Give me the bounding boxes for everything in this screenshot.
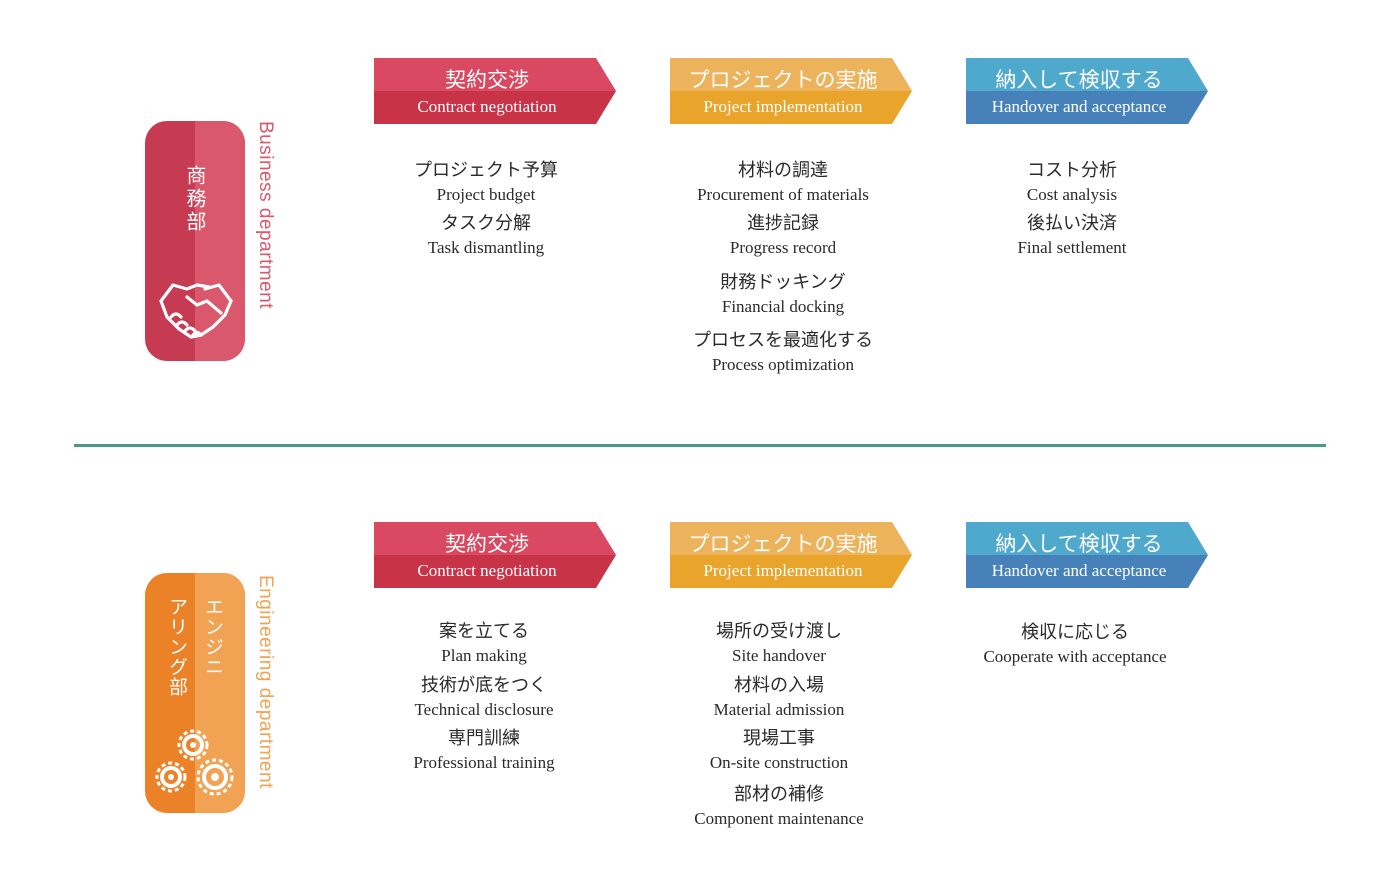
task-item: 材料の調達 Procurement of materials bbox=[653, 158, 913, 205]
engineering-badge-title-line2: アリング部 bbox=[166, 597, 188, 697]
task-item: プロジェクト予算 Project budget bbox=[366, 158, 606, 205]
task-en: Process optimization bbox=[711, 355, 855, 374]
step-title-jp: 契約交渉 bbox=[445, 532, 529, 556]
task-item: 専門訓練 Professional training bbox=[364, 726, 604, 773]
arrow-shape bbox=[374, 522, 616, 588]
task-en: Financial docking bbox=[721, 297, 845, 316]
business-step-project-implementation: プロジェクトの実施 Project implementation bbox=[670, 58, 912, 124]
task-jp: 財務ドッキング bbox=[720, 272, 846, 293]
task-jp: 場所の受け渡し bbox=[716, 621, 842, 642]
arrow-shape bbox=[670, 522, 912, 588]
task-jp: コスト分析 bbox=[1027, 160, 1117, 181]
arrow-shape bbox=[374, 58, 616, 124]
step-title-jp: 納入して検収する bbox=[995, 68, 1163, 92]
task-item: 財務ドッキング Financial docking bbox=[653, 270, 913, 317]
task-en: Material admission bbox=[713, 700, 845, 719]
task-item: 現場工事 On-site construction bbox=[649, 726, 909, 773]
section-divider bbox=[74, 444, 1326, 447]
task-jp: 案を立てる bbox=[439, 621, 529, 642]
task-jp: 現場工事 bbox=[743, 728, 815, 749]
task-item: 後払い決済 Final settlement bbox=[952, 211, 1192, 258]
business-badge-title: 商務部 bbox=[183, 165, 207, 234]
task-en: Cooperate with acceptance bbox=[983, 647, 1167, 666]
business-step-handover-acceptance: 納入して検収する Handover and acceptance bbox=[966, 58, 1208, 124]
task-item: 部材の補修 Component maintenance bbox=[649, 782, 909, 829]
task-en: Progress record bbox=[729, 238, 837, 257]
task-en: Procurement of materials bbox=[697, 185, 869, 204]
handshake-icon bbox=[159, 283, 233, 339]
task-en: Final settlement bbox=[1017, 238, 1127, 257]
step-title-jp: プロジェクトの実施 bbox=[688, 532, 878, 556]
step-title-en: Handover and acceptance bbox=[991, 561, 1167, 580]
step-title-en: Contract negotiation bbox=[417, 561, 557, 580]
business-step-contract-negotiation: 契約交渉 Contract negotiation bbox=[374, 58, 616, 124]
task-jp: プロセスを最適化する bbox=[693, 330, 873, 351]
task-item: コスト分析 Cost analysis bbox=[952, 158, 1192, 205]
task-item: 技術が底をつく Technical disclosure bbox=[364, 673, 604, 720]
task-en: Project budget bbox=[436, 185, 536, 204]
task-jp: 後払い決済 bbox=[1027, 213, 1117, 234]
engineering-step-handover-acceptance: 納入して検収する Handover and acceptance bbox=[966, 522, 1208, 588]
task-jp: 材料の入場 bbox=[734, 675, 824, 696]
task-jp: タスク分解 bbox=[441, 213, 531, 234]
task-en: Technical disclosure bbox=[414, 700, 554, 719]
step-title-en: Project implementation bbox=[703, 97, 863, 116]
engineering-department-badge: エンジニ アリング部 bbox=[145, 573, 245, 813]
task-item: 進捗記録 Progress record bbox=[653, 211, 913, 258]
task-item: タスク分解 Task dismantling bbox=[366, 211, 606, 258]
task-en: On-site construction bbox=[709, 753, 849, 772]
task-en: Task dismantling bbox=[427, 238, 545, 257]
task-en: Plan making bbox=[441, 646, 527, 665]
task-item: プロセスを最適化する Process optimization bbox=[653, 328, 913, 375]
task-jp: 専門訓練 bbox=[448, 728, 520, 749]
task-jp: 材料の調達 bbox=[738, 160, 828, 181]
task-en: Site handover bbox=[732, 646, 826, 665]
step-title-en: Contract negotiation bbox=[417, 97, 557, 116]
task-item: 案を立てる Plan making bbox=[364, 619, 604, 666]
task-en: Component maintenance bbox=[694, 809, 864, 828]
task-jp: プロジェクト予算 bbox=[414, 160, 558, 181]
engineering-step-contract-negotiation: 契約交渉 Contract negotiation bbox=[374, 522, 616, 588]
gears-icon bbox=[155, 729, 234, 796]
arrow-shape bbox=[670, 58, 912, 124]
step-title-en: Handover and acceptance bbox=[991, 97, 1167, 116]
task-jp: 技術が底をつく bbox=[421, 675, 547, 696]
task-item: 材料の入場 Material admission bbox=[649, 673, 909, 720]
engineering-department-label: Engineering department bbox=[255, 575, 276, 789]
task-en: Cost analysis bbox=[1026, 185, 1118, 204]
step-title-en: Project implementation bbox=[703, 561, 863, 580]
step-title-jp: プロジェクトの実施 bbox=[688, 68, 878, 92]
engineering-badge-title-line1: エンジニ bbox=[202, 597, 224, 677]
task-item: 検収に応じる Cooperate with acceptance bbox=[945, 620, 1205, 667]
task-jp: 進捗記録 bbox=[747, 213, 819, 234]
business-department-label: Business department bbox=[255, 121, 276, 309]
task-item: 場所の受け渡し Site handover bbox=[649, 619, 909, 666]
arrow-shape bbox=[966, 522, 1208, 588]
engineering-step-project-implementation: プロジェクトの実施 Project implementation bbox=[670, 522, 912, 588]
step-title-jp: 契約交渉 bbox=[445, 68, 529, 92]
task-jp: 検収に応じる bbox=[1021, 622, 1129, 643]
business-department-badge: 商務部 bbox=[145, 121, 245, 361]
task-jp: 部材の補修 bbox=[734, 784, 824, 805]
arrow-shape bbox=[966, 58, 1208, 124]
task-en: Professional training bbox=[413, 753, 555, 772]
step-title-jp: 納入して検収する bbox=[995, 532, 1163, 556]
